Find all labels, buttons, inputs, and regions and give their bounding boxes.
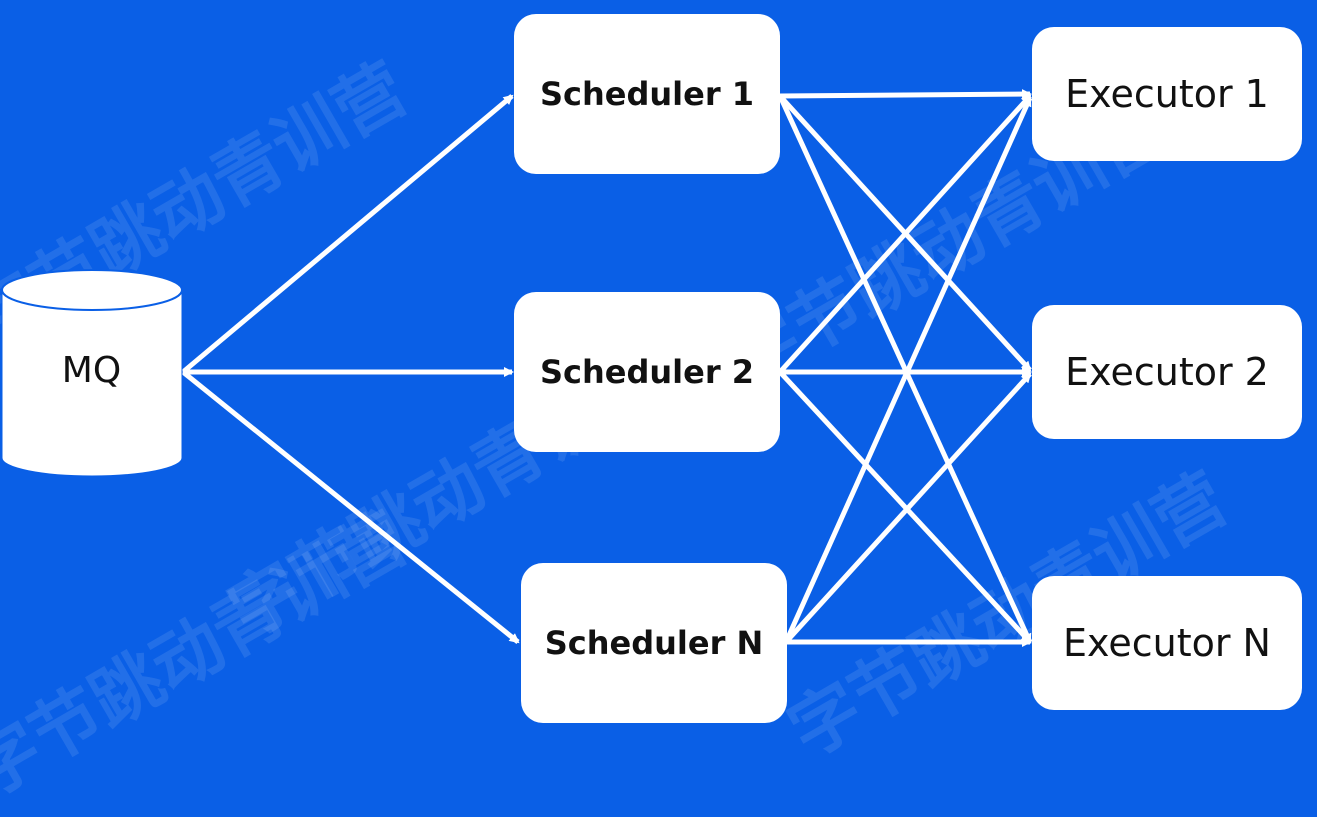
arrow-mq-to-scheduler-1 [181,94,514,374]
arrow-sn-to-e1 [783,96,1033,644]
scheduler-n-node: Scheduler N [521,563,787,723]
arrow-mq-to-scheduler-n [181,370,520,644]
arrow-sn-to-e2 [784,372,1032,644]
mq-label: MQ [61,350,122,391]
executor-2-label: Executor 2 [1065,350,1269,394]
connections [1,89,1033,647]
arrow-s2-to-e1 [778,94,1032,374]
arrow-s1-to-e1 [779,89,1032,100]
arrow-s2-to-en [778,370,1032,644]
scheduler-n-label: Scheduler N [544,624,764,662]
mq-cylinder-icon [1,269,183,477]
architecture-diagram: 字节跳动青训营 字节跳动青训营 字节跳动青训营 字节跳动青训营 字节跳动青训营 [0,14,1302,813]
scheduler-2-node: Scheduler 2 [514,292,780,452]
executor-1-node: Executor 1 [1032,27,1302,161]
executor-n-label: Executor N [1063,621,1271,665]
arrow-s1-to-en [777,94,1033,644]
scheduler-2-label: Scheduler 2 [539,353,755,391]
executor-2-node: Executor 2 [1032,305,1302,439]
scheduler-1-node: Scheduler 1 [514,14,780,174]
scheduler-1-label: Scheduler 1 [539,75,755,113]
executor-1-label: Executor 1 [1065,72,1269,116]
executor-n-node: Executor N [1032,576,1302,710]
